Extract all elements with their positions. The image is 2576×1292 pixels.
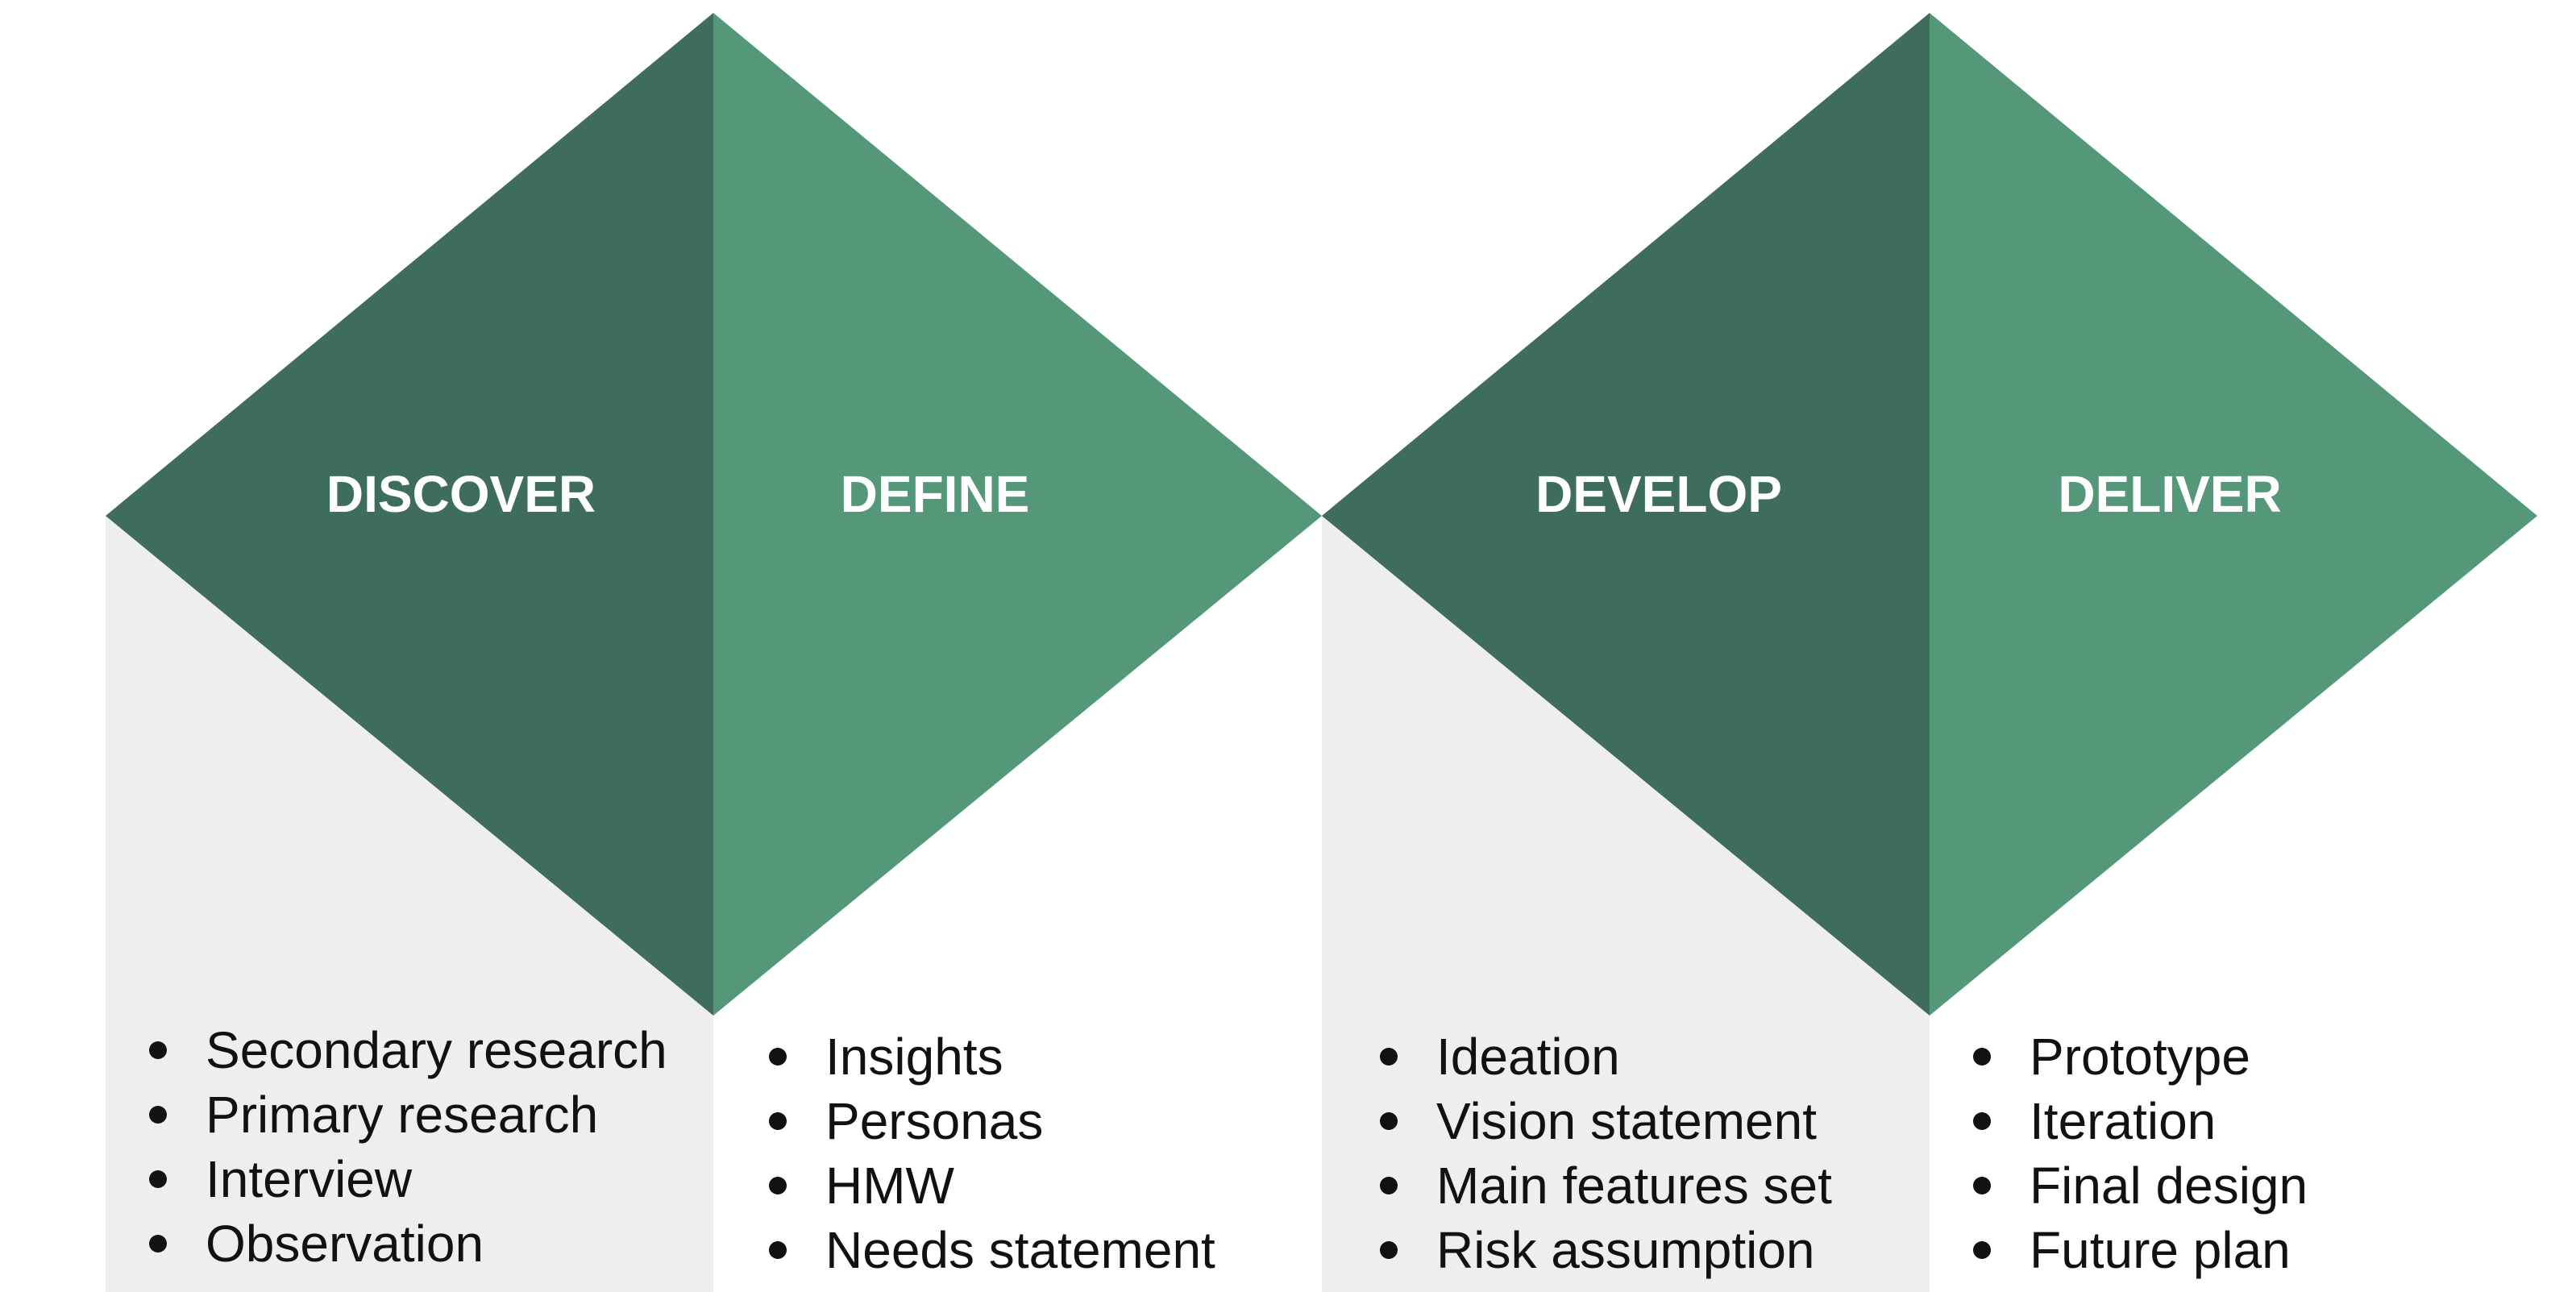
list-item: Insights xyxy=(725,1024,1215,1089)
list-item-text: Interview xyxy=(206,1150,413,1208)
list-item: Personas xyxy=(725,1089,1215,1153)
phase-label-discover: DISCOVER xyxy=(326,465,596,523)
list-item-text: Secondary research xyxy=(206,1021,667,1079)
bullet-icon xyxy=(149,1170,167,1188)
bullet-icon xyxy=(149,1106,167,1124)
phase-label-define: DEFINE xyxy=(840,465,1030,523)
bullet-icon xyxy=(1973,1112,1991,1130)
list-item-text: Observation xyxy=(206,1215,484,1273)
bullet-icon xyxy=(1380,1241,1398,1259)
bullet-icon xyxy=(1973,1241,1991,1259)
list-item: Future plan xyxy=(1930,1218,2308,1282)
list-item-text: Insights xyxy=(825,1028,1003,1086)
bullet-icon xyxy=(1380,1112,1398,1130)
discover-panel xyxy=(106,516,713,1292)
list-item-text: Main features set xyxy=(1436,1157,1832,1215)
list-item: Main features set xyxy=(1336,1153,1832,1218)
list-item-text: Risk assumption xyxy=(1436,1221,1815,1279)
define-triangle xyxy=(713,13,1322,1016)
bullet-icon xyxy=(1380,1048,1398,1066)
list-item: Final design xyxy=(1930,1153,2308,1218)
develop-activity-list: Ideation Vision statement Main features … xyxy=(1336,1024,1832,1282)
list-item-text: Ideation xyxy=(1436,1028,1620,1086)
phase-label-develop: DEVELOP xyxy=(1535,465,1782,523)
develop-panel xyxy=(1322,516,1930,1292)
develop-triangle xyxy=(1322,13,1930,1016)
list-item-text: Iteration xyxy=(2030,1092,2217,1150)
bullet-icon xyxy=(769,1048,787,1066)
bullet-icon xyxy=(149,1041,167,1059)
phase-label-deliver: DELIVER xyxy=(2058,465,2282,523)
list-item-text: Vision statement xyxy=(1436,1092,1817,1150)
deliver-triangle xyxy=(1930,13,2537,1016)
list-item: Needs statement xyxy=(725,1218,1215,1282)
deliver-activity-list: Prototype Iteration Final design Future … xyxy=(1930,1024,2308,1282)
list-item: Primary research xyxy=(106,1082,667,1147)
bullet-icon xyxy=(1380,1177,1398,1194)
list-item: Risk assumption xyxy=(1336,1218,1832,1282)
bullet-icon xyxy=(1973,1048,1991,1066)
list-item-text: Future plan xyxy=(2030,1221,2291,1279)
list-item-text: Needs statement xyxy=(825,1221,1215,1279)
list-item-text: Primary research xyxy=(206,1086,599,1144)
list-item: Vision statement xyxy=(1336,1089,1832,1153)
list-item: Iteration xyxy=(1930,1089,2308,1153)
list-item: Observation xyxy=(106,1211,667,1276)
bullet-icon xyxy=(769,1112,787,1130)
bullet-icon xyxy=(769,1177,787,1194)
discover-activity-list: Secondary research Primary research Inte… xyxy=(106,1018,667,1276)
list-item: Secondary research xyxy=(106,1018,667,1082)
list-item-text: Personas xyxy=(825,1092,1044,1150)
list-item: Interview xyxy=(106,1147,667,1211)
list-item-text: Final design xyxy=(2030,1157,2308,1215)
define-activity-list: Insights Personas HMW Needs statement xyxy=(725,1024,1215,1282)
list-item-text: Prototype xyxy=(2030,1028,2250,1086)
bullet-icon xyxy=(149,1235,167,1253)
discover-triangle xyxy=(106,13,713,1016)
list-item: Prototype xyxy=(1930,1024,2308,1089)
bullet-icon xyxy=(769,1241,787,1259)
list-item: Ideation xyxy=(1336,1024,1832,1089)
bullet-icon xyxy=(1973,1177,1991,1194)
list-item-text: HMW xyxy=(825,1157,954,1215)
list-item: HMW xyxy=(725,1153,1215,1218)
